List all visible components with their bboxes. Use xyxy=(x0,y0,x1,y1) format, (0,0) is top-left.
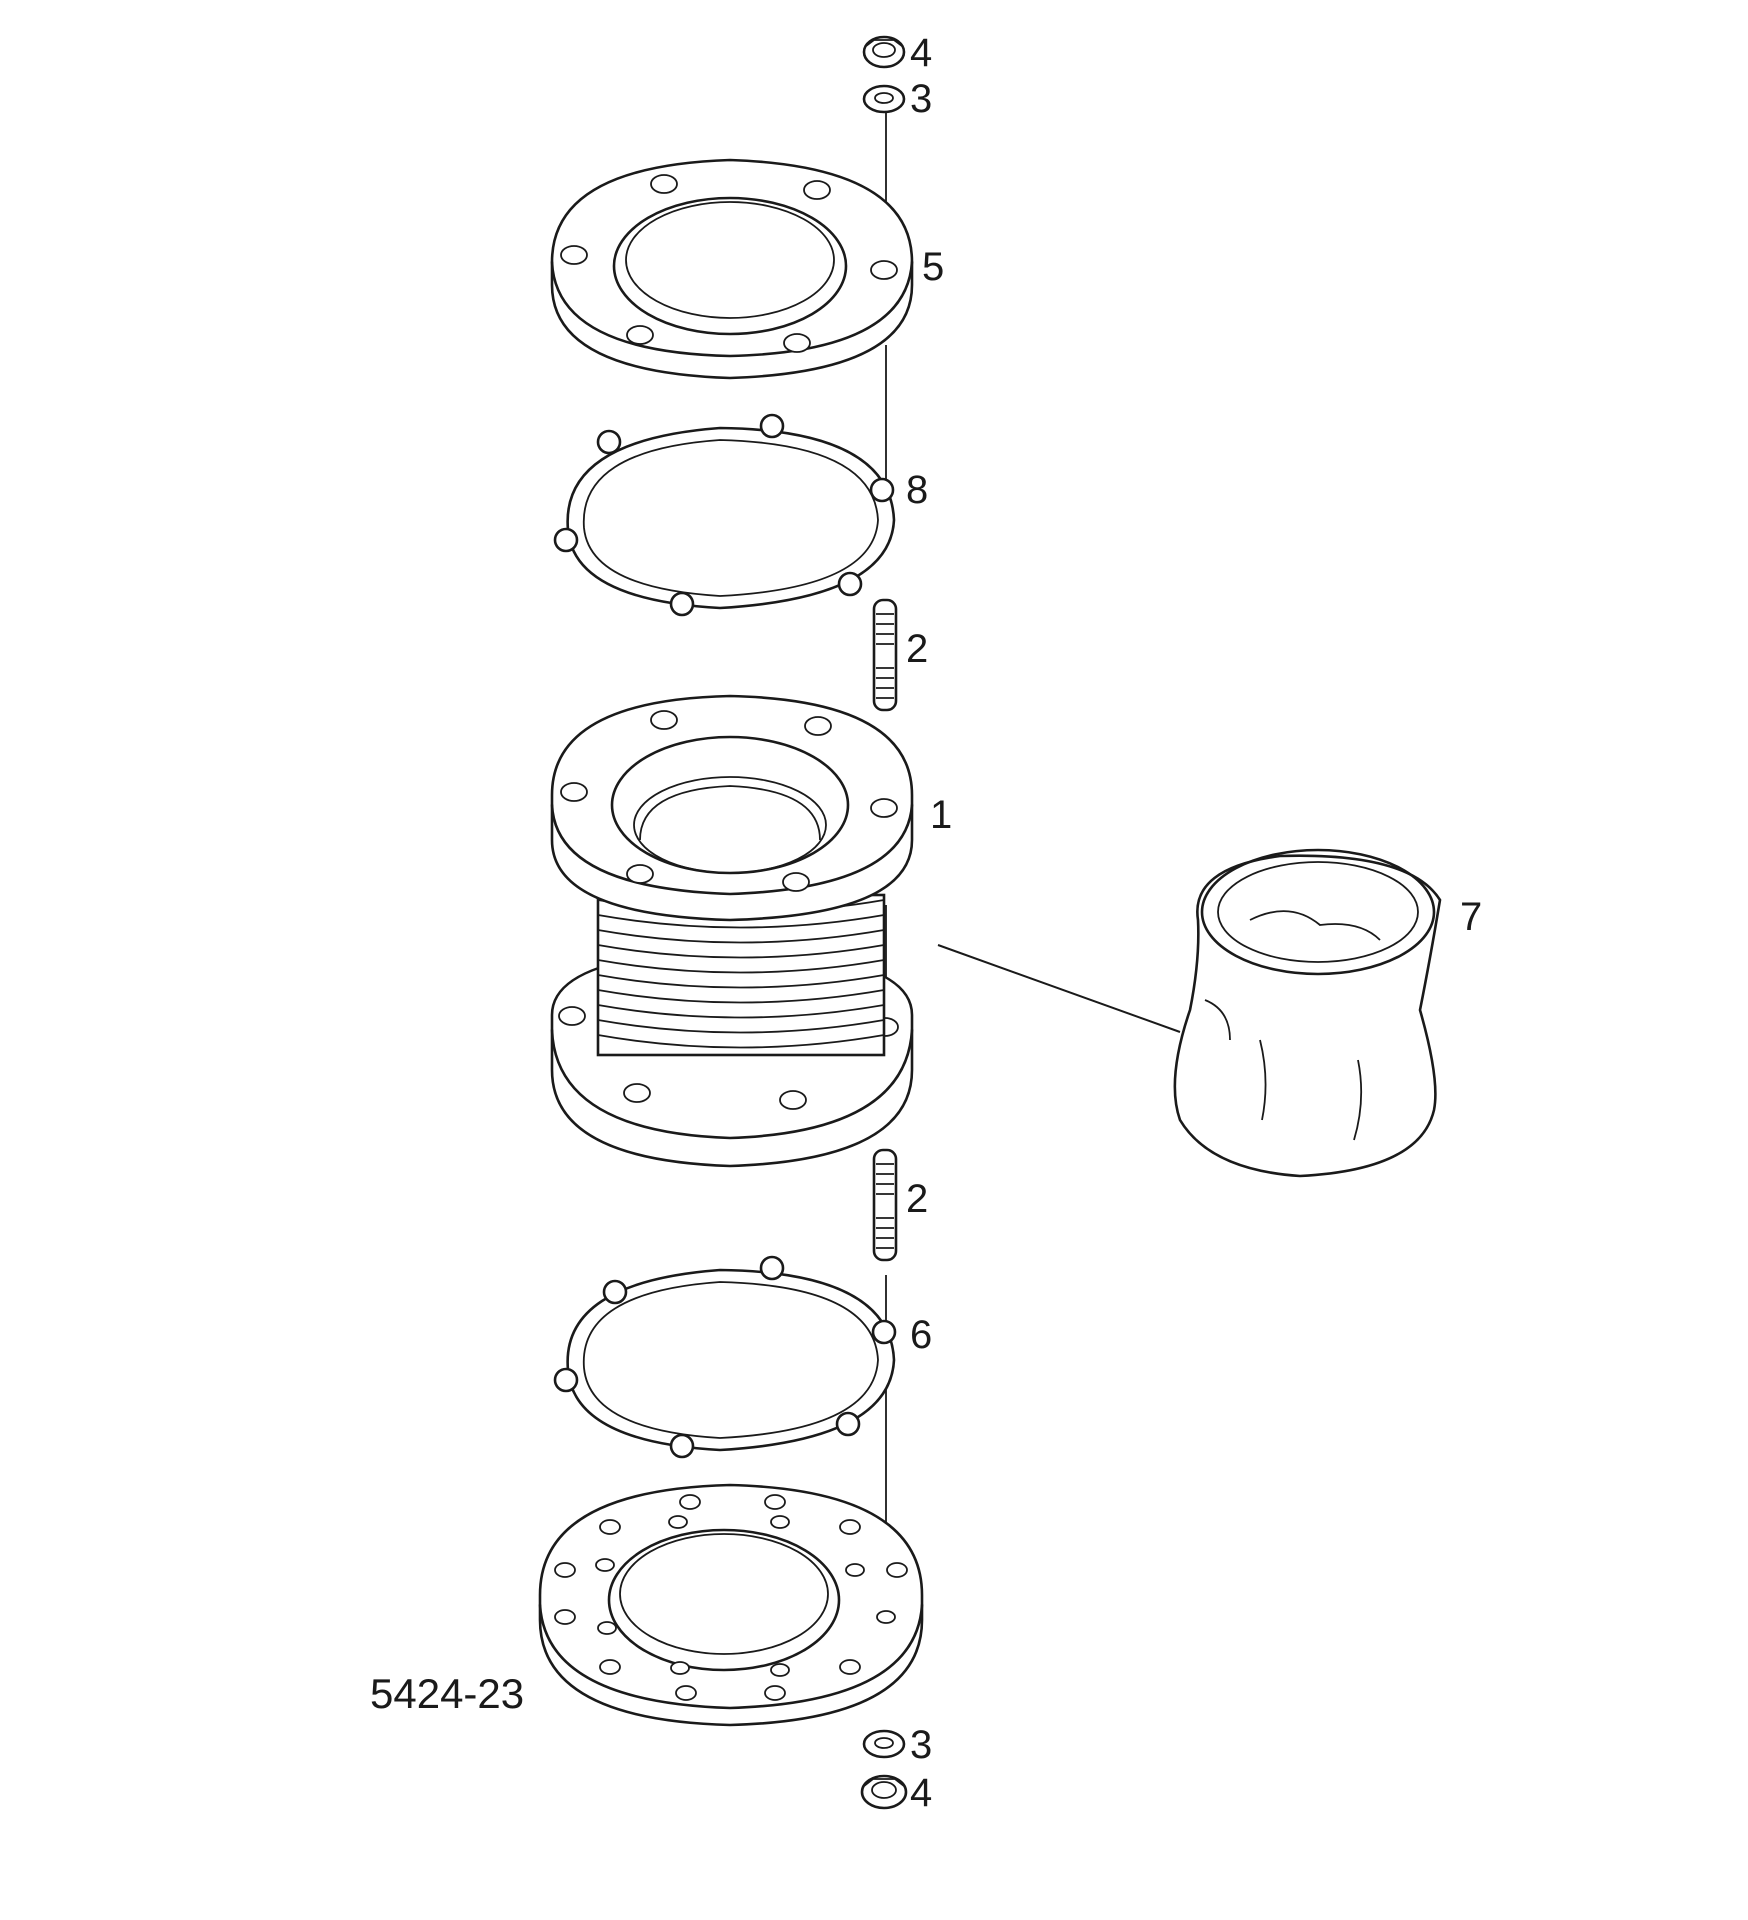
nut-top xyxy=(862,35,906,69)
insulation-sleeve xyxy=(1173,848,1442,1178)
callout-6: 6 xyxy=(910,1313,932,1357)
callout-2-bottom: 2 xyxy=(906,1177,928,1221)
callout-4-top: 4 xyxy=(910,31,932,75)
callout-3-bottom: 3 xyxy=(910,1723,932,1767)
leader-7 xyxy=(937,944,1181,1033)
bellows-expansion-joint xyxy=(550,694,914,1168)
stud-bottom xyxy=(872,1148,898,1262)
counter-flange-holes xyxy=(554,1494,908,1701)
callout-7: 7 xyxy=(1460,895,1482,939)
callout-2-top: 2 xyxy=(906,627,928,671)
top-flange xyxy=(550,158,914,380)
washer-bottom xyxy=(862,1729,906,1759)
callout-5: 5 xyxy=(922,245,944,289)
washer-top xyxy=(862,84,906,114)
callout-3-top: 3 xyxy=(910,77,932,121)
callout-8: 8 xyxy=(906,468,928,512)
bottom-counter-flange xyxy=(538,1483,924,1727)
bottom-gasket xyxy=(553,1255,897,1459)
callout-1: 1 xyxy=(930,793,952,837)
figure-reference: 5424-23 xyxy=(370,1670,524,1717)
top-gasket xyxy=(553,413,896,617)
stud-top xyxy=(872,598,898,712)
callout-4-bottom: 4 xyxy=(910,1771,932,1815)
nut-bottom xyxy=(860,1774,908,1810)
